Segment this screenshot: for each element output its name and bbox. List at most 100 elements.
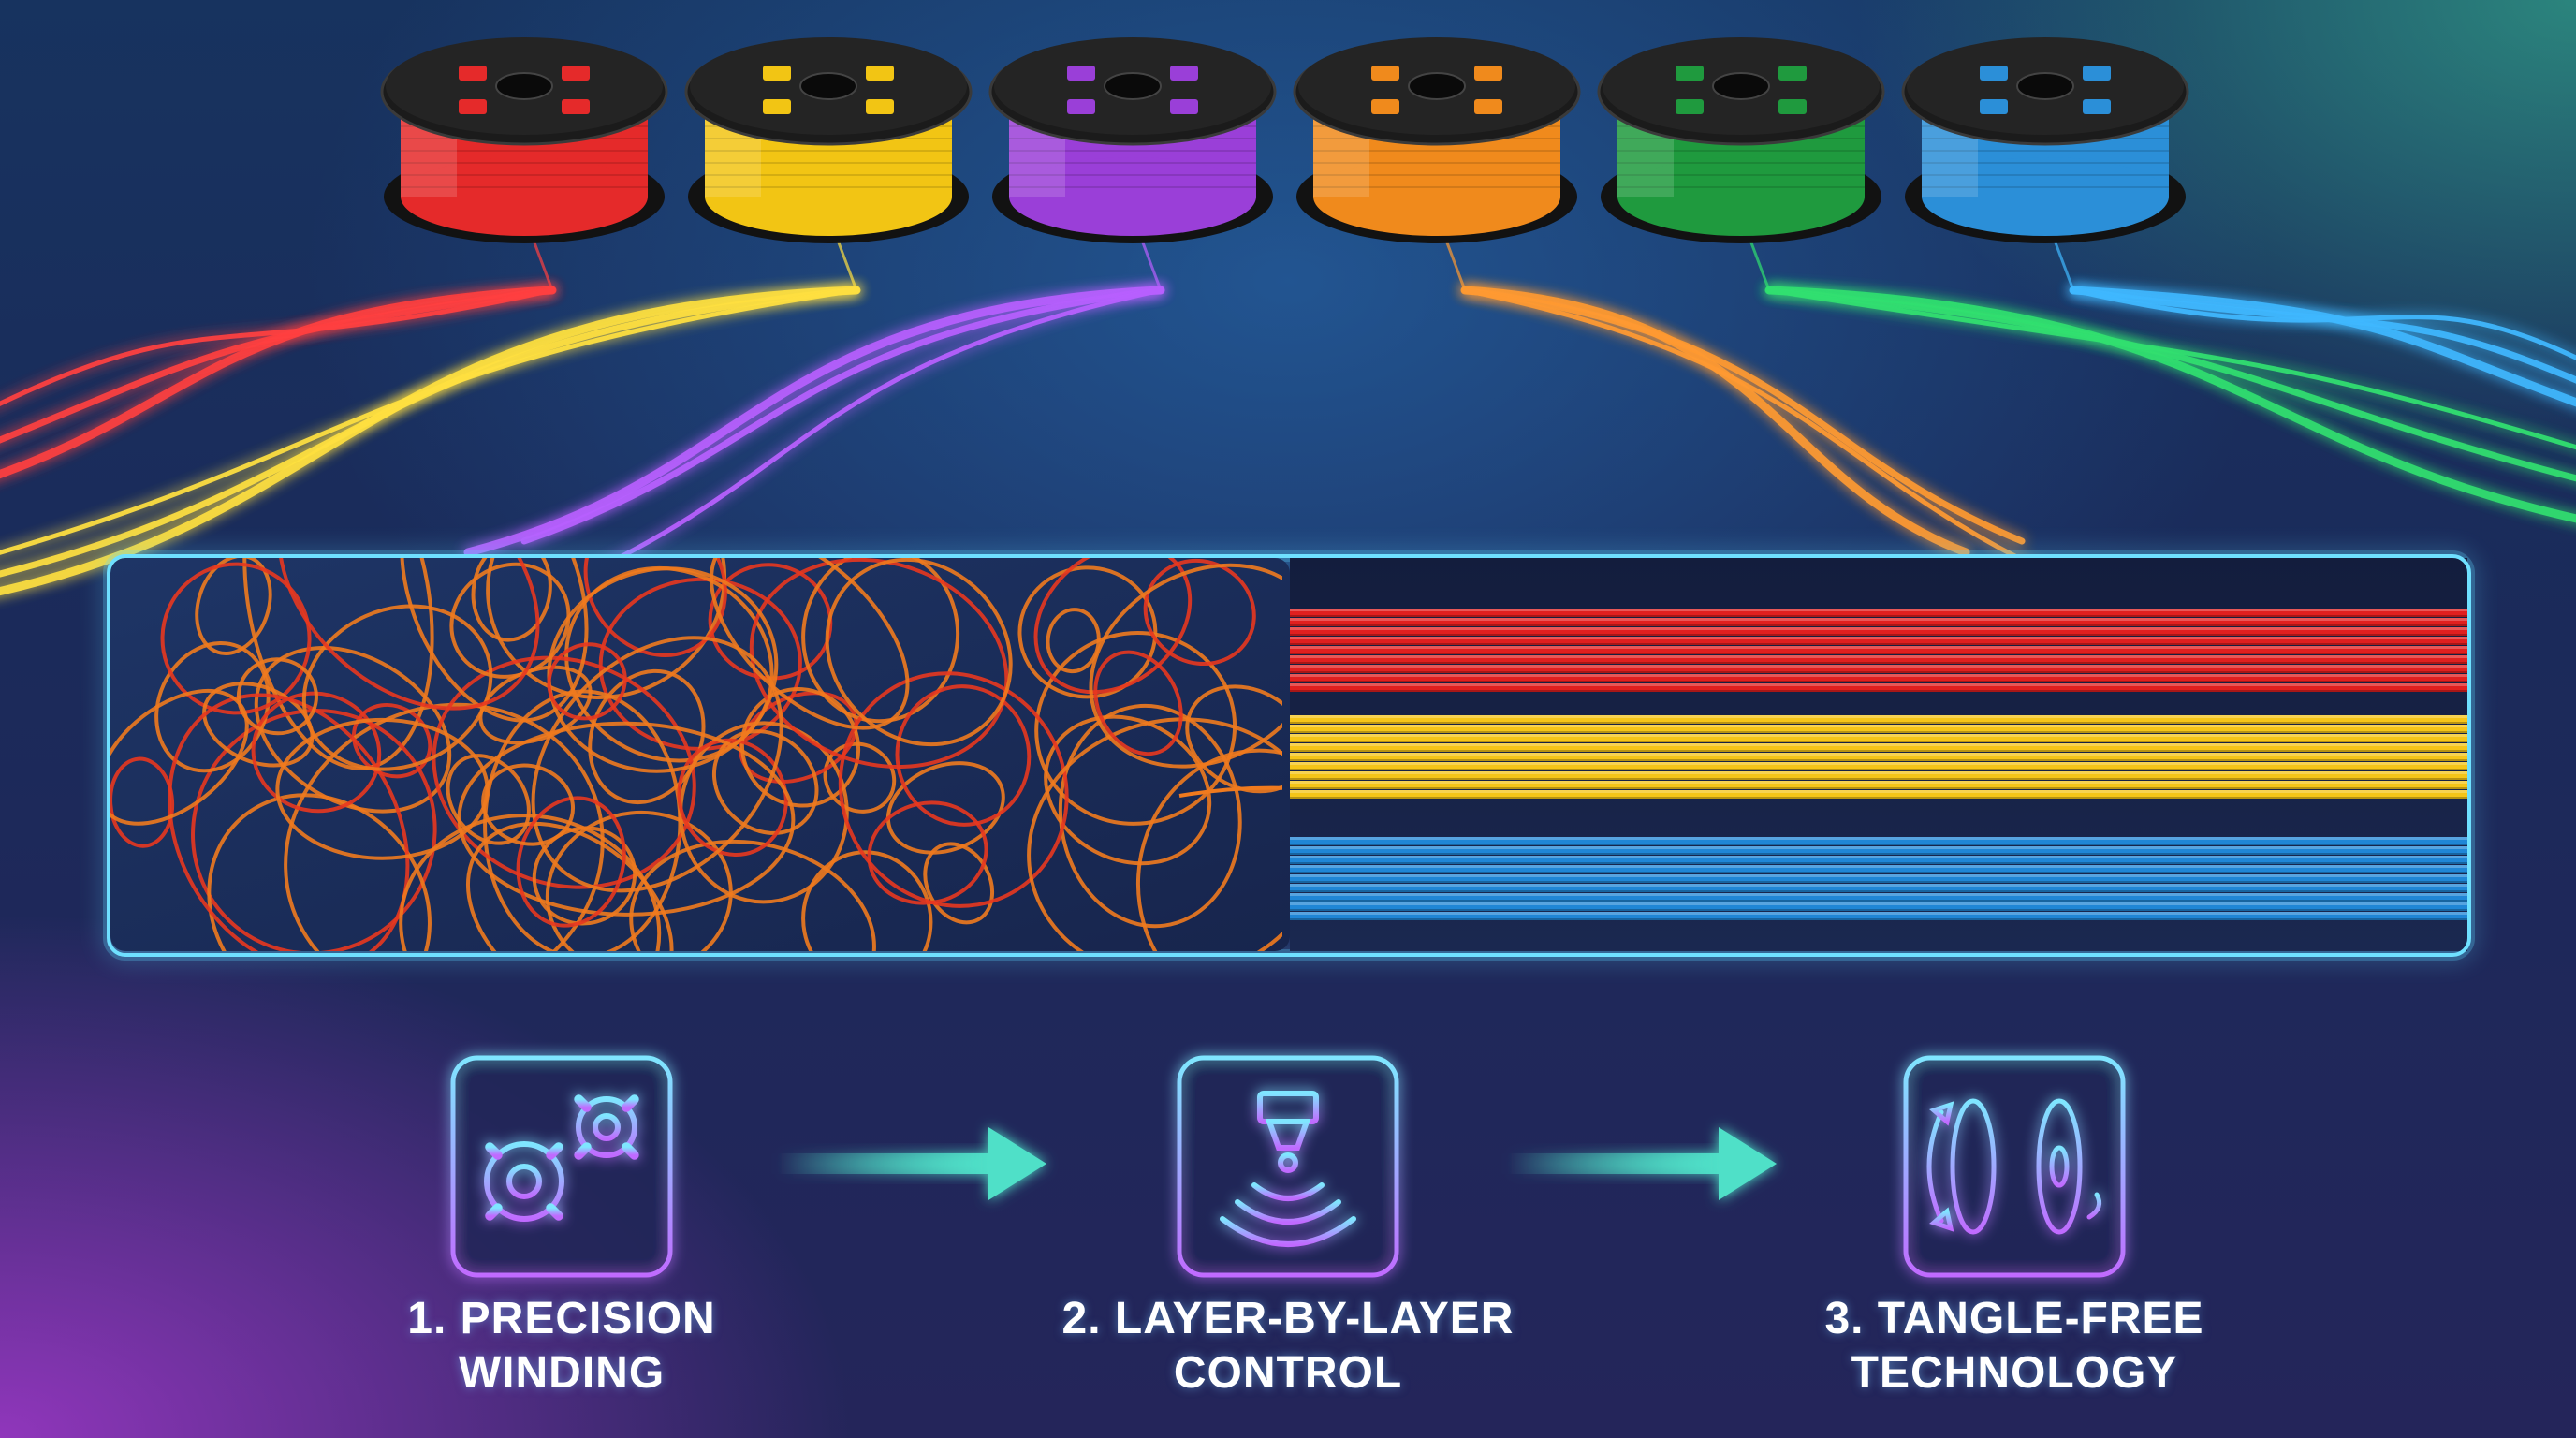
gear-tooth — [546, 1203, 564, 1221]
step-1-label-line2: WINDING — [458, 1348, 666, 1398]
spool-window — [1676, 66, 1704, 81]
spool-green — [1597, 37, 1885, 243]
spool-window — [866, 66, 894, 81]
tangle-loop — [110, 688, 249, 826]
spool-window — [763, 66, 791, 81]
glow-strand-orange — [1462, 287, 2081, 589]
spool-window — [459, 99, 487, 114]
tangle-loop — [399, 814, 662, 951]
tangle-loop — [710, 558, 910, 730]
tangle-loop — [110, 756, 175, 848]
step-3-icon-box — [1903, 1055, 2126, 1278]
spool-window — [1980, 99, 2008, 114]
tangle-loop — [486, 558, 727, 699]
glow-strand-orange — [1460, 286, 1970, 557]
step-arrow-2 — [1507, 1127, 1777, 1200]
tangle-loop — [446, 754, 531, 845]
spool-window — [1371, 99, 1399, 114]
tangle-loop — [1034, 631, 1237, 826]
tangle-loop — [160, 562, 312, 715]
spool-yellow — [684, 37, 973, 243]
spool-window — [1980, 66, 2008, 81]
step-1-icon-box — [450, 1055, 673, 1278]
tangle-loop — [301, 604, 493, 771]
gears-icon — [471, 1083, 651, 1235]
gear-tooth — [622, 1094, 639, 1112]
spool-window — [1474, 99, 1502, 114]
spool-hub — [2016, 72, 2074, 100]
glow-strand-yellow — [0, 286, 860, 578]
step-3-label: 3. TANGLE-FREE TECHNOLOGY — [1752, 1292, 2276, 1401]
tangle-loop — [1033, 558, 1193, 695]
spool-window — [1170, 66, 1198, 81]
spool-hub — [1104, 72, 1162, 100]
gear-tooth — [546, 1142, 564, 1160]
glow-strand-purple — [463, 286, 1165, 557]
glow-strand-red — [0, 286, 556, 444]
spool-window — [459, 66, 487, 81]
step-1-label: 1. PRECISION WINDING — [300, 1292, 824, 1401]
glow-strand-yellow — [0, 287, 859, 555]
tangle-loop — [449, 562, 571, 679]
spool-hub — [495, 72, 553, 100]
tangle-exit-strand — [1178, 785, 1282, 798]
comparison-panel-frame — [107, 554, 2471, 957]
glowing-filament-strands — [0, 214, 2576, 596]
spool-window — [1067, 99, 1095, 114]
aligned-band-1 — [1290, 609, 2467, 692]
step-2-label-line1: 2. LAYER-BY-LAYER — [1061, 1294, 1515, 1343]
tangle-loop — [895, 684, 1032, 827]
spool-red — [380, 37, 668, 243]
step-2-label: 2. LAYER-BY-LAYER CONTROL — [1026, 1292, 1550, 1401]
aligned-band-2 — [1290, 715, 2467, 799]
aligned-band-3 — [1290, 837, 2467, 920]
tangle-loop — [236, 657, 318, 736]
tangle-loop — [471, 558, 552, 642]
tangle-loop — [1135, 748, 1282, 951]
spool-blue — [1901, 37, 2189, 243]
spool-hub — [1712, 72, 1770, 100]
aligned-filament-bands — [1290, 609, 2467, 920]
tangle-loop — [1093, 650, 1183, 756]
tangle-loop — [823, 741, 897, 814]
spool-hub — [799, 72, 857, 100]
gear-tooth — [574, 1094, 592, 1112]
step-2-icon-box — [1177, 1055, 1399, 1278]
tangle-loop — [531, 636, 783, 893]
gear-tooth — [485, 1142, 503, 1160]
spool-window — [1778, 66, 1807, 81]
tangled-filament — [110, 558, 1282, 951]
glow-strand-green — [1764, 286, 2576, 523]
tangle-loop — [202, 682, 315, 768]
tangle-loop — [825, 558, 1013, 747]
step-1-label-line1: 1. PRECISION — [407, 1294, 716, 1343]
tangle-loop — [1089, 563, 1282, 769]
spool-window — [866, 99, 894, 114]
glow-strand-blue — [2071, 287, 2576, 360]
step-2-label-line2: CONTROL — [1173, 1348, 1403, 1398]
tangle-loop — [838, 671, 1069, 908]
tangle-loop — [867, 800, 988, 905]
spool-window — [1474, 66, 1502, 81]
glow-strand-orange — [1461, 286, 2026, 545]
spool-hub — [1408, 72, 1466, 100]
glow-strand-purple — [520, 286, 1164, 545]
spool-purple — [988, 37, 1277, 243]
tangle-loop — [801, 558, 960, 724]
spool-rotate-icon — [1926, 1098, 2102, 1235]
tangle-loop — [1044, 714, 1212, 866]
gear-tooth — [574, 1142, 592, 1160]
gear-tooth — [622, 1142, 639, 1160]
tangle-loop — [481, 763, 576, 846]
tangle-loop — [583, 558, 727, 657]
tangle-loop — [547, 642, 627, 721]
spool-row — [380, 37, 2189, 243]
step-3-label-line1: 3. TANGLE-FREE — [1824, 1294, 2204, 1343]
tangle-loop — [251, 691, 382, 814]
tangle-loop — [801, 850, 933, 951]
tangle-loop — [516, 796, 626, 928]
tangle-loop — [400, 558, 589, 723]
tangle-loop — [277, 558, 540, 711]
glow-strand-red — [0, 287, 555, 407]
